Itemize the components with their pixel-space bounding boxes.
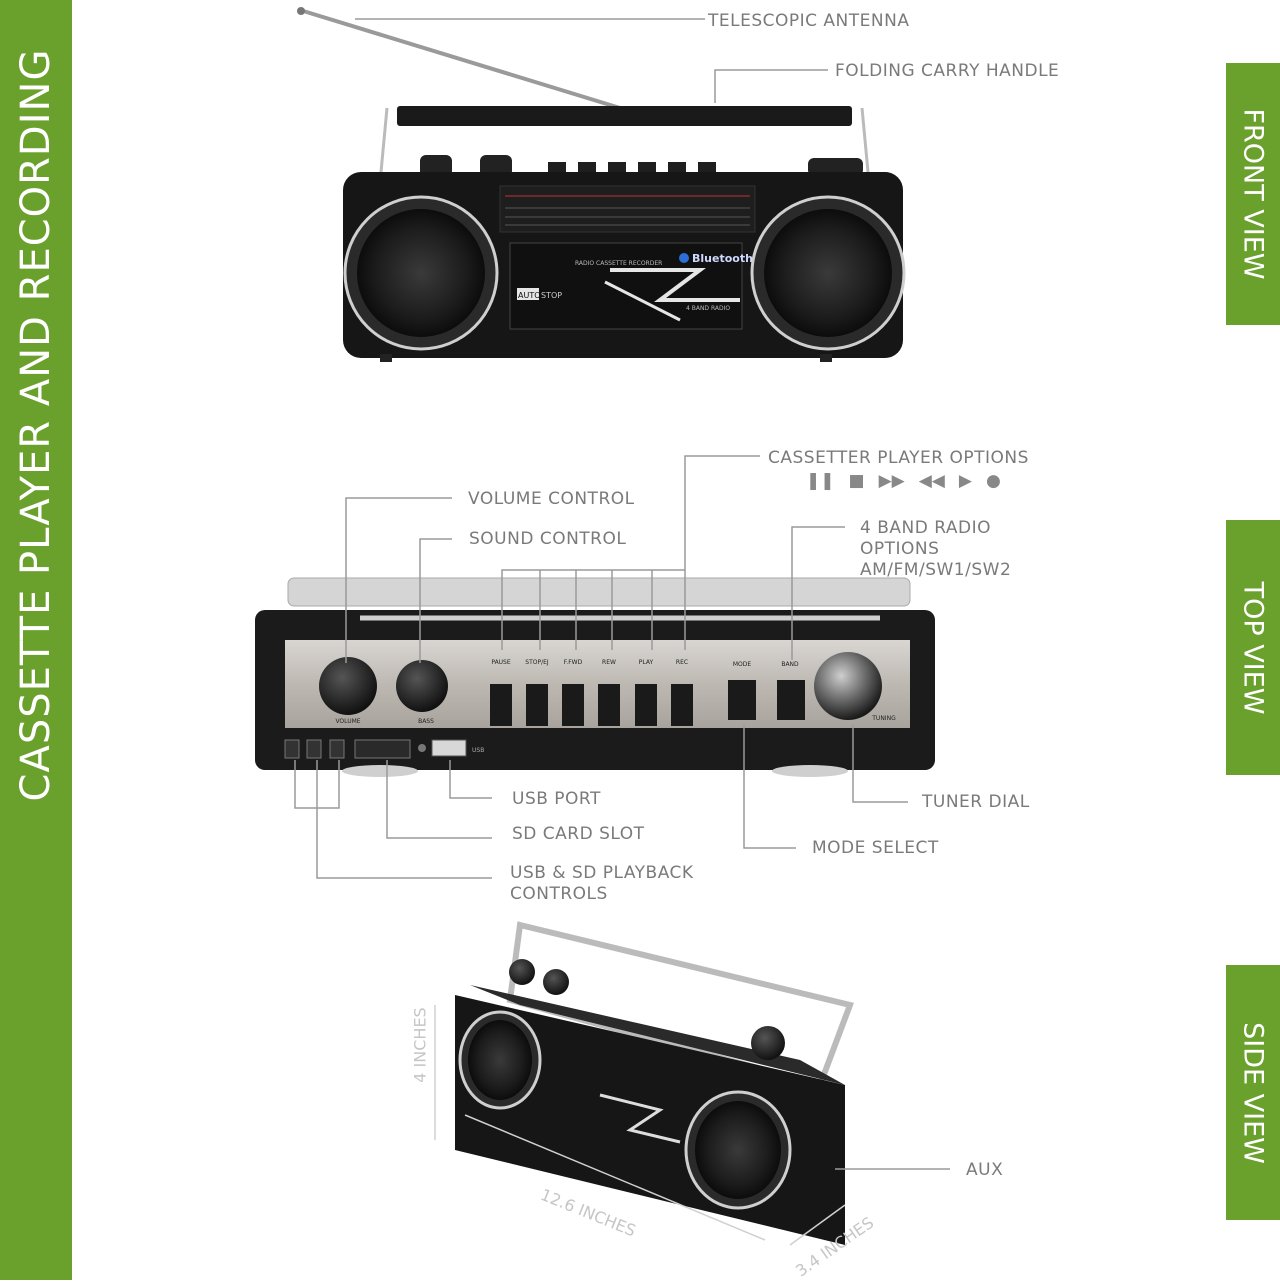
top-btn-rec-label: REC	[676, 659, 688, 666]
top-band-label: BAND	[781, 661, 799, 668]
front-view-radio: RADIO CASSETTE RECORDER Bluetooth AUTO S…	[297, 7, 906, 362]
label-cassette-options: CASSETTER PLAYER OPTIONS	[768, 448, 1029, 468]
auto-label: AUTO	[518, 291, 541, 300]
record-icon: ●	[985, 471, 1001, 491]
top-view-radio: PAUSE STOP/EJ F.FWD REW PLAY REC MODE BA…	[255, 577, 935, 777]
fast-forward-icon: ▶▶	[878, 471, 905, 491]
dimension-height: 4 INCHES	[410, 1007, 430, 1083]
top-tuning-label: TUNING	[871, 715, 896, 722]
top-btn-ffwd-label: F.FWD	[564, 659, 583, 666]
top-usb-label: USB	[472, 747, 484, 754]
label-mode: MODE SELECT	[812, 838, 939, 858]
top-btn-stop-label: STOP/EJ	[525, 659, 549, 666]
label-volume: VOLUME CONTROL	[468, 489, 635, 509]
bluetooth-icon	[679, 253, 689, 263]
label-sd-slot: SD CARD SLOT	[512, 824, 645, 844]
front-band-text: 4 BAND RADIO	[686, 305, 730, 312]
label-band-radio: 4 BAND RADIO OPTIONS AM/FM/SW1/SW2	[860, 518, 1012, 580]
tab-front-view: FRONT VIEW	[1226, 63, 1280, 325]
top-bass-label: BASS	[418, 718, 434, 725]
top-btn-play-label: PLAY	[639, 659, 654, 666]
top-volume-label: VOLUME	[335, 718, 360, 725]
label-antenna: TELESCOPIC ANTENNA	[708, 11, 910, 31]
front-brand-text: RADIO CASSETTE RECORDER	[575, 260, 662, 267]
label-sound: SOUND CONTROL	[469, 529, 627, 549]
tab-side-view: SIDE VIEW	[1226, 965, 1280, 1220]
left-title-band: CASSETTE PLAYER AND RECORDING	[0, 0, 72, 1280]
pause-icon: ❚❚	[806, 471, 835, 491]
label-usb-port: USB PORT	[512, 789, 601, 809]
label-aux: AUX	[966, 1160, 1004, 1180]
side-view-radio	[455, 921, 854, 1245]
cassette-icons-row: ❚❚ ■ ▶▶ ◀◀ ▶ ●	[806, 471, 1001, 491]
tab-top-view: TOP VIEW	[1226, 520, 1280, 775]
label-tuner: TUNER DIAL	[922, 792, 1030, 812]
label-usb-sd-controls: USB & SD PLAYBACK CONTROLS	[510, 863, 694, 904]
top-mode-label: MODE	[733, 661, 752, 668]
bluetooth-label: Bluetooth	[692, 252, 753, 265]
top-btn-pause-label: PAUSE	[491, 659, 511, 666]
stop-icon: ■	[848, 471, 865, 491]
rewind-icon: ◀◀	[918, 471, 945, 491]
play-icon: ▶	[958, 471, 972, 491]
stop-label: STOP	[541, 291, 562, 300]
top-btn-rew-label: REW	[602, 659, 616, 666]
label-handle: FOLDING CARRY HANDLE	[835, 61, 1060, 81]
